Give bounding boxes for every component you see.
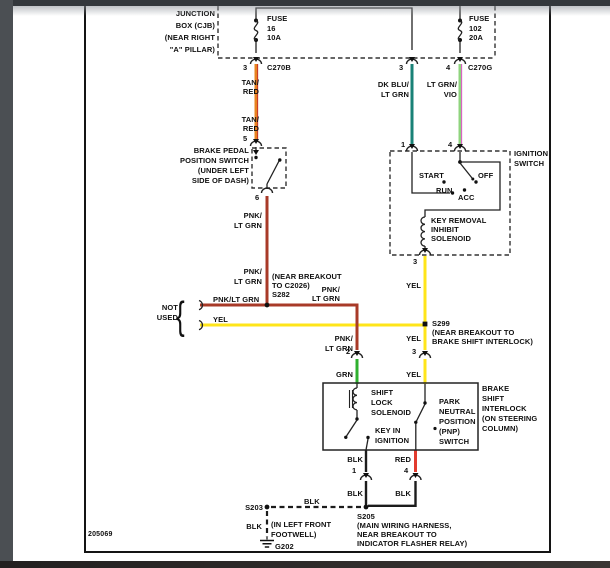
pnp-switch-label: PARK NEUTRAL POSITION (PNP) SWITCH	[439, 397, 476, 446]
ign-pin-4: 4	[448, 140, 453, 149]
wire-label-tan-red-2: TAN/ RED	[241, 115, 259, 133]
key-removal-solenoid-label: KEY REMOVAL INHIBIT SOLENOID	[431, 216, 487, 243]
pin-4-c270g: 4	[446, 63, 451, 72]
splice-s203-label: S203	[245, 503, 263, 512]
wire-label-blk-3: BLK	[395, 489, 411, 498]
splice-s205-label: S205 (MAIN WIRING HARNESS, NEAR BREAKOUT…	[357, 512, 468, 548]
ign-pos-acc: ACC	[458, 193, 475, 202]
connector-c270g-label: C270G	[468, 63, 493, 72]
wire-label-pnk-lt-grn-4: PNK/ LT GRN	[325, 334, 353, 353]
brake-shift-interlock-label: BRAKE SHIFT INTERLOCK (ON STEERING COLUM…	[482, 384, 538, 433]
top-chrome-bar	[0, 0, 610, 6]
wire-label-pnk-lt-grn-3: PNK/ LT GRN	[312, 285, 340, 303]
connector-c270b-label: C270B	[267, 63, 291, 72]
brake-shift-interlock-box	[322, 382, 479, 451]
ignition-switch-symbol	[389, 150, 511, 256]
bsi-pin-2: 2	[346, 347, 351, 356]
connector-symbols	[249, 58, 467, 481]
splice-dots	[264, 302, 428, 510]
ground-symbol-g202	[260, 537, 274, 548]
brake-pedal-switch-symbol	[251, 147, 287, 189]
ign-pin-1: 1	[401, 140, 406, 149]
ign-pos-off: OFF	[478, 171, 494, 180]
splice-s299-label: S299 (NEAR BREAKOUT TO BRAKE SHIFT INTER…	[432, 319, 533, 346]
key-in-ignition-label: KEY IN IGNITION	[375, 426, 410, 445]
wire-arrowheads	[253, 57, 463, 478]
pnp-switch-symbol	[414, 384, 437, 450]
shift-lock-solenoid-label: SHIFT LOCK SOLENOID	[371, 388, 411, 417]
wire-label-yel-4: YEL	[406, 370, 421, 379]
wire-label-blk-4: BLK	[304, 497, 320, 506]
bsi-pin-1: 1	[352, 466, 357, 475]
wire-label-dk-blu-lt-grn: DK BLU/ LT GRN	[377, 80, 409, 99]
bsi-pin-3: 3	[412, 347, 417, 356]
shift-lock-solenoid-symbol	[344, 384, 370, 451]
not-used-terminals	[198, 299, 204, 331]
fuse-102-label: FUSE 102 20A	[469, 14, 490, 42]
wire-yellow	[200, 256, 427, 384]
wire-lt-grn-vio	[458, 64, 463, 147]
ign-pin-3: 3	[413, 257, 418, 266]
wire-label-red: RED	[394, 455, 411, 464]
not-used-brace: {	[176, 293, 185, 338]
bpps-pin-5: 5	[243, 134, 248, 143]
diagram-number: 205069	[88, 531, 113, 538]
wire-pnk-lt-grn	[200, 196, 359, 350]
top-chrome-shadow	[13, 6, 610, 16]
wire-tan-red	[254, 64, 259, 141]
left-chrome-bar	[0, 0, 13, 568]
wire-label-yel-2: YEL	[213, 315, 228, 324]
pin-3-c270b: 3	[243, 63, 248, 72]
splice-s282-label: (NEAR BREAKOUT TO C2026) S282	[272, 272, 342, 299]
ign-pos-run: RUN	[436, 186, 453, 195]
wire-label-blk-2: BLK	[347, 489, 363, 498]
ign-pos-start: START	[419, 171, 444, 180]
fuse-16-symbol	[253, 18, 259, 42]
bottom-chrome-bar	[0, 561, 610, 568]
brake-pedal-switch-label: BRAKE PEDAL POSITION SWITCH (UNDER LEFT …	[180, 146, 249, 185]
ground-location-label: (IN LEFT FRONT FOOTWELL)	[271, 520, 332, 539]
wire-blk	[265, 450, 417, 537]
wire-label-blk-1: BLK	[347, 455, 363, 464]
wire-label-yel-1: YEL	[406, 281, 421, 290]
fuse-16-label: FUSE 16 10A	[267, 14, 288, 42]
not-used-label: NOT USED	[156, 303, 178, 322]
bpps-pin-6: 6	[255, 193, 260, 202]
wire-label-yel-3: YEL	[406, 334, 421, 343]
bsi-pin-4: 4	[404, 466, 409, 475]
fuse-102-symbol	[457, 18, 463, 42]
wire-label-lt-grn-vio: LT GRN/ VIO	[426, 80, 457, 99]
ground-g202-label: G202	[275, 542, 294, 551]
pin-3-c270g: 3	[399, 63, 404, 72]
ignition-switch-label: IGNITION SWITCH	[514, 149, 549, 168]
wire-label-pnk-lt-grn-inline: PNK/LT GRN	[213, 295, 260, 304]
wire-label-grn: GRN	[336, 370, 353, 379]
wire-label-blk-5: BLK	[246, 522, 262, 531]
wire-label-pnk-lt-grn-2: PNK/ LT GRN	[234, 267, 262, 286]
wire-label-tan-red-1: TAN/ RED	[241, 78, 259, 96]
wire-label-pnk-lt-grn-1: PNK/ LT GRN	[234, 211, 262, 230]
